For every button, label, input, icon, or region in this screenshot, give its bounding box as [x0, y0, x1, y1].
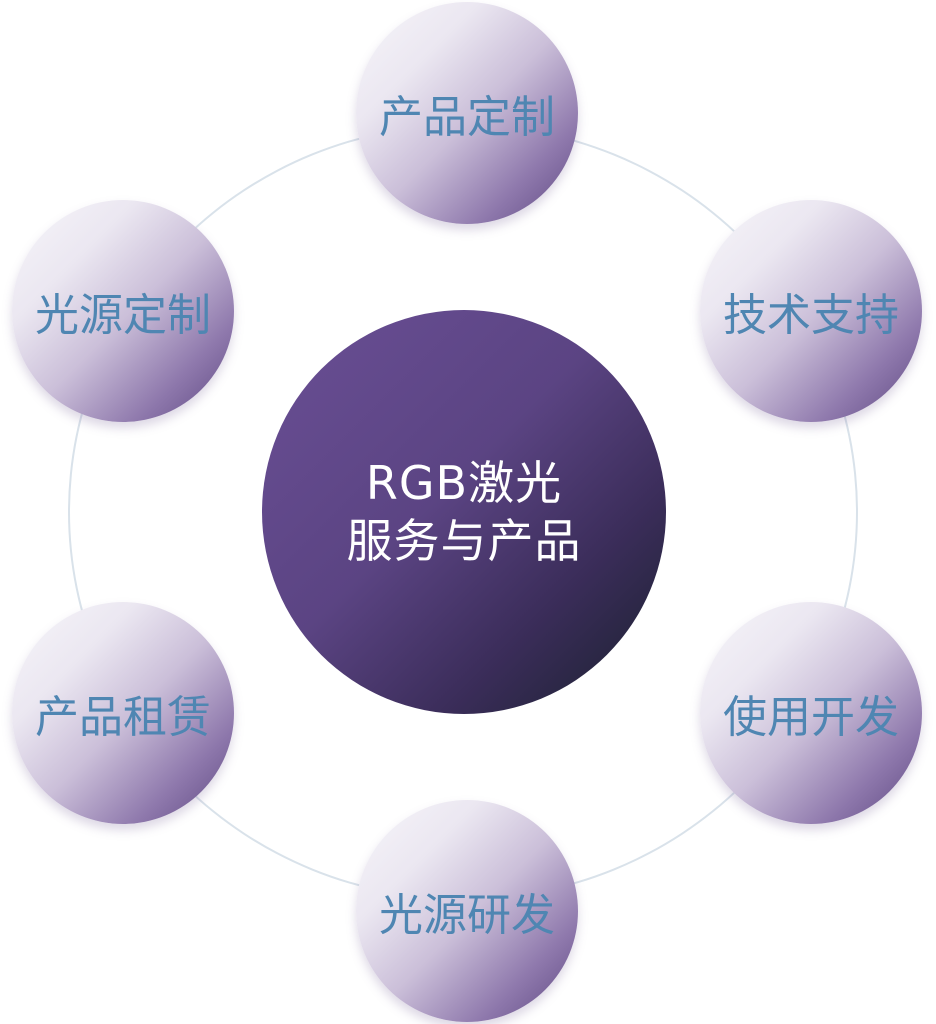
- node-label: 光源定制: [35, 290, 211, 341]
- node-label: 技术支持: [723, 290, 899, 341]
- node-light-source-customization: 光源定制: [12, 200, 234, 422]
- node-label: 产品租赁: [35, 692, 211, 743]
- node-label: 使用开发: [723, 692, 899, 743]
- node-application-development: 使用开发: [700, 602, 922, 824]
- center-title-line-2: 服务与产品: [346, 514, 582, 568]
- node-light-source-rnd: 光源研发: [356, 800, 578, 1022]
- node-label: 光源研发: [379, 890, 555, 941]
- node-technical-support: 技术支持: [700, 200, 922, 422]
- center-hub: RGB激光 服务与产品: [262, 310, 666, 714]
- node-label: 产品定制: [379, 92, 555, 143]
- node-product-rental: 产品租赁: [12, 602, 234, 824]
- node-product-customization: 产品定制: [356, 2, 578, 224]
- center-title-line-1: RGB激光: [365, 456, 563, 510]
